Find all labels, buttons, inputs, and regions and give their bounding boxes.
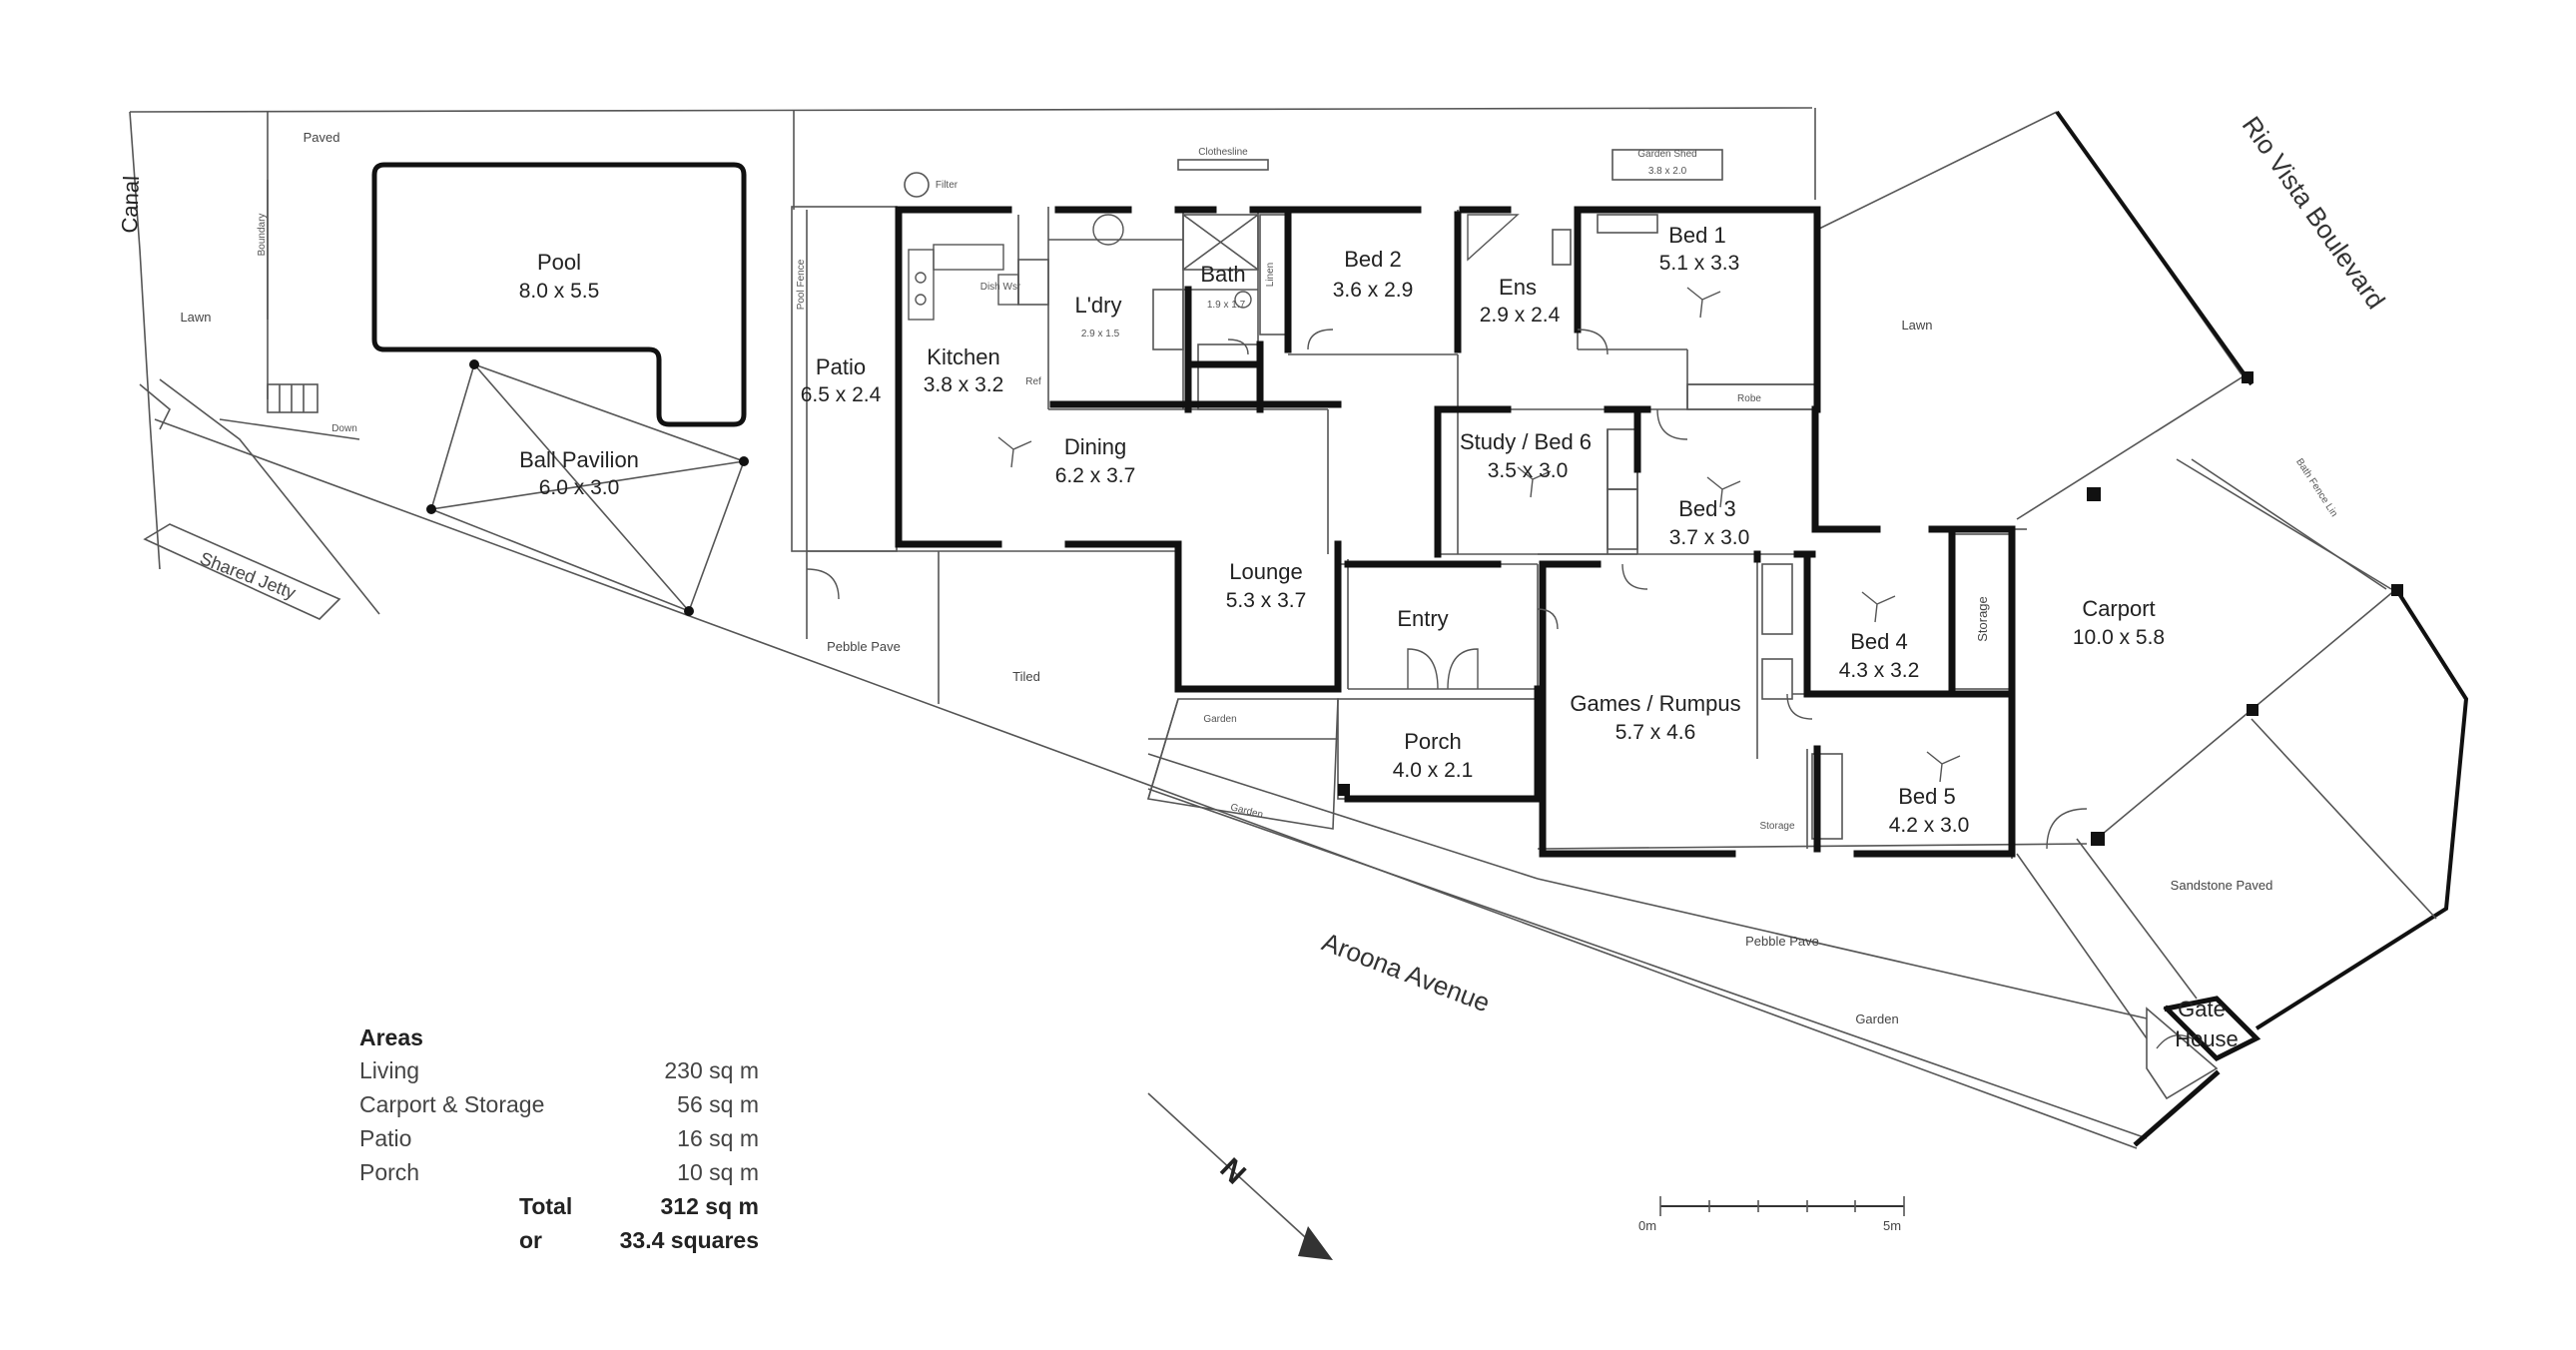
patio-dims: 6.5 x 2.4 bbox=[801, 383, 882, 406]
bed1-dims: 5.1 x 3.3 bbox=[1659, 252, 1740, 275]
areas-table: Areas Living 230 sq m Carport & Storage … bbox=[359, 1024, 759, 1257]
filter-label: Filter bbox=[936, 180, 959, 191]
areas-row-value: 10 sq m bbox=[677, 1159, 759, 1185]
pebble-pave-bottom-label: Pebble Pave bbox=[1745, 934, 1819, 949]
study-dims: 3.5 x 3.0 bbox=[1488, 459, 1569, 482]
areas-title: Areas bbox=[359, 1024, 423, 1050]
areas-row-value: 230 sq m bbox=[664, 1057, 759, 1083]
pebble-pave-label: Pebble Pave bbox=[827, 639, 901, 654]
exterior-walls bbox=[895, 206, 2261, 1147]
pool: Pool 8.0 x 5.5 bbox=[371, 162, 747, 427]
laundry-name: L'dry bbox=[1075, 293, 1122, 318]
bed2-dims: 3.6 x 2.9 bbox=[1333, 279, 1414, 302]
garden-bottom-label: Garden bbox=[1855, 1012, 1898, 1026]
areas-row-total: Total 312 sq m bbox=[359, 1189, 759, 1223]
canal-label: Canal bbox=[117, 176, 144, 234]
dining-name: Dining bbox=[1064, 434, 1126, 459]
pool-fence-label: Pool Fence bbox=[796, 259, 807, 310]
porch-name: Porch bbox=[1404, 729, 1461, 754]
bed4-name: Bed 4 bbox=[1850, 629, 1908, 654]
rio-vista-road: Rio Vista Boulevard bbox=[2237, 111, 2391, 315]
aroona-road: Aroona Avenue bbox=[1318, 927, 1494, 1018]
games-dims: 5.7 x 4.6 bbox=[1615, 721, 1696, 744]
tiled-label: Tiled bbox=[1012, 669, 1040, 684]
pool-name: Pool bbox=[537, 250, 581, 275]
linen-label: Linen bbox=[1265, 263, 1276, 287]
lounge-dims: 5.3 x 3.7 bbox=[1226, 589, 1307, 612]
scale-end: 5m bbox=[1883, 1218, 1901, 1233]
areas-row-living: Living 230 sq m bbox=[359, 1053, 759, 1087]
bed1-name: Bed 1 bbox=[1668, 223, 1726, 248]
boundary-label: Boundary bbox=[257, 214, 268, 257]
paved-label: Paved bbox=[304, 130, 340, 145]
storage-name: Storage bbox=[1975, 596, 1990, 642]
garden-label: Garden bbox=[1203, 714, 1236, 725]
gate-house-name: Gate bbox=[2178, 997, 2226, 1021]
bed5-dims: 4.2 x 3.0 bbox=[1889, 814, 1970, 837]
bath-dims: 1.9 x 1.7 bbox=[1207, 300, 1246, 311]
kitchen-dims: 3.8 x 3.2 bbox=[924, 373, 1004, 396]
room-labels: Patio 6.5 x 2.4 Kitchen 3.8 x 3.2 Dining… bbox=[801, 223, 2239, 1051]
down-label: Down bbox=[331, 423, 357, 434]
areas-row-label: Porch bbox=[359, 1159, 420, 1185]
storage-small-label: Storage bbox=[1759, 821, 1794, 832]
areas-row-value: 16 sq m bbox=[677, 1125, 759, 1151]
bed3-dims: 3.7 x 3.0 bbox=[1669, 526, 1750, 549]
jetty-label: Shared Jetty bbox=[197, 548, 299, 603]
lounge-name: Lounge bbox=[1229, 559, 1302, 584]
areas-row-label: Carport & Storage bbox=[359, 1091, 545, 1117]
scale-bar: 0m 5m bbox=[1638, 1196, 1905, 1233]
study-name: Study / Bed 6 bbox=[1460, 429, 1592, 454]
fixtures bbox=[908, 214, 1961, 783]
carport-dims: 10.0 x 5.8 bbox=[2073, 626, 2165, 649]
bed2-name: Bed 2 bbox=[1344, 247, 1402, 272]
bed4-dims: 4.3 x 3.2 bbox=[1839, 659, 1920, 682]
ens-dims: 2.9 x 2.4 bbox=[1480, 304, 1561, 327]
games-name: Games / Rumpus bbox=[1570, 691, 1740, 716]
porch-dims: 4.0 x 2.1 bbox=[1393, 759, 1474, 782]
bath-name: Bath bbox=[1200, 262, 1245, 287]
bed3-name: Bed 3 bbox=[1678, 496, 1736, 521]
areas-squares-label: or bbox=[519, 1227, 542, 1253]
ball-pavilion: Ball Pavilion 6.0 x 3.0 bbox=[426, 359, 749, 616]
areas-row-label: Patio bbox=[359, 1125, 412, 1151]
north-arrow: N bbox=[1147, 1092, 1333, 1260]
pool-dims: 8.0 x 5.5 bbox=[519, 280, 600, 303]
areas-row-value: 56 sq m bbox=[677, 1091, 759, 1117]
carport-name: Carport bbox=[2082, 596, 2155, 621]
bath-fence-label: Bath Fence Lin bbox=[2293, 456, 2339, 518]
garden-shed-label: Garden Shed bbox=[1637, 149, 1697, 160]
pavilion-name: Ball Pavilion bbox=[519, 447, 639, 472]
ref-label: Ref bbox=[1025, 376, 1041, 387]
house-outline bbox=[791, 149, 2387, 1100]
dining-dims: 6.2 x 3.7 bbox=[1055, 464, 1136, 487]
bed5-name: Bed 5 bbox=[1898, 784, 1956, 809]
laundry-dims: 2.9 x 1.5 bbox=[1081, 329, 1120, 339]
areas-squares-value: 33.4 squares bbox=[619, 1227, 759, 1253]
areas-row-label: Living bbox=[359, 1057, 420, 1083]
patio-name: Patio bbox=[816, 354, 866, 379]
areas-row-patio: Patio 16 sq m bbox=[359, 1121, 759, 1155]
gate-house-name2: House bbox=[2175, 1026, 2239, 1051]
entry-name: Entry bbox=[1397, 606, 1448, 631]
areas-row-squares: or 33.4 squares bbox=[359, 1223, 759, 1257]
kitchen-name: Kitchen bbox=[927, 344, 999, 369]
ens-name: Ens bbox=[1499, 275, 1537, 300]
carport-posts bbox=[1338, 371, 2403, 846]
lawn-left-label: Lawn bbox=[180, 310, 211, 325]
areas-row-porch: Porch 10 sq m bbox=[359, 1155, 759, 1189]
areas-total-value: 312 sq m bbox=[660, 1193, 759, 1219]
dw-label: Dish Wsr bbox=[980, 282, 1021, 293]
robe-label: Robe bbox=[1737, 393, 1761, 404]
sandstone-label: Sandstone Paved bbox=[2171, 878, 2273, 893]
pavilion-dims: 6.0 x 3.0 bbox=[539, 476, 620, 499]
areas-row-carport: Carport & Storage 56 sq m bbox=[359, 1087, 759, 1121]
scale-start: 0m bbox=[1638, 1218, 1656, 1233]
lawn-right-label: Lawn bbox=[1901, 318, 1932, 333]
shed-dims-label: 3.8 x 2.0 bbox=[1648, 166, 1687, 177]
garden2-label: Garden bbox=[1229, 802, 1264, 821]
areas-total-label: Total bbox=[519, 1193, 573, 1219]
clothesline-label: Clothesline bbox=[1198, 147, 1248, 158]
